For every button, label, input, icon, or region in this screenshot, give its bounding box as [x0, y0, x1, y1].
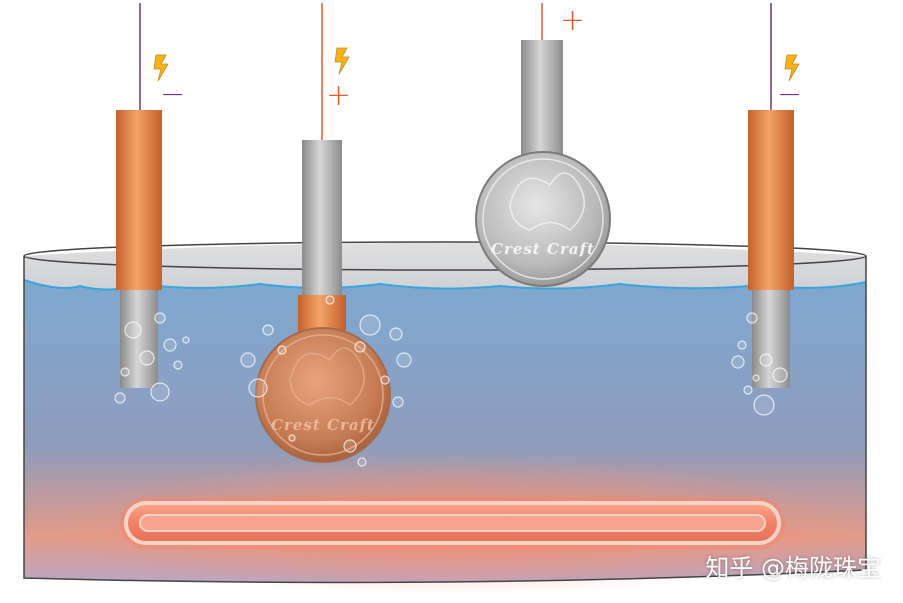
- lightning-bolt-icon: [784, 54, 800, 82]
- positive-sign-1: +: [326, 78, 351, 113]
- positive-sign-2: +: [560, 3, 585, 38]
- heater-element: [120, 497, 785, 549]
- copper-coin: [255, 327, 391, 463]
- steel-rod-right: [752, 290, 790, 388]
- steel-rod-center: [302, 140, 342, 295]
- steel-rod-right-center: [521, 40, 563, 165]
- steel-rod-left: [120, 290, 158, 388]
- right-electrode: [748, 3, 794, 388]
- copper-anode-left: [116, 110, 162, 290]
- silver-coin: [475, 151, 611, 287]
- watermark: 知乎 @梅陇珠宝: [705, 554, 881, 582]
- crest-emblem-icon: [509, 172, 585, 231]
- tank-walls: [23, 256, 867, 584]
- lightning-bolt-icon: [153, 54, 169, 82]
- cathode-with-copper-coin: Crest Craft: [255, 3, 391, 463]
- coin-inscription-silver: Crest Craft: [491, 240, 595, 258]
- bubbles: [114, 295, 788, 467]
- left-electrode: [116, 3, 162, 388]
- negative-sign-left: −: [160, 77, 185, 112]
- tank-air-space: [24, 243, 866, 290]
- copper-anode-right: [748, 110, 794, 290]
- crest-emblem-icon: [289, 347, 365, 406]
- coin-inscription-copper: Crest Craft: [271, 416, 375, 434]
- silver-coin-holder: Crest Craft: [475, 3, 611, 287]
- negative-sign-right: −: [777, 77, 802, 112]
- lightning-bolt-icon: [334, 47, 350, 75]
